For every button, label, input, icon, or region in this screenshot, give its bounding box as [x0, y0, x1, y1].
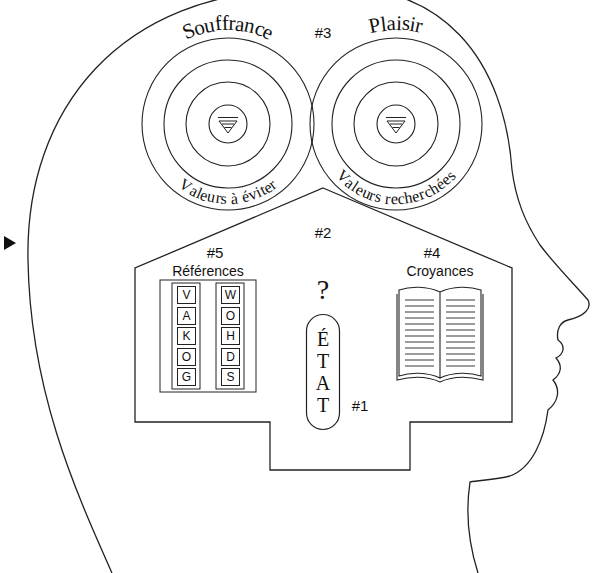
ring	[354, 82, 438, 166]
letter-cell: G	[177, 368, 196, 386]
ring	[332, 60, 460, 188]
head-outline	[28, 0, 589, 573]
letter-text: S	[226, 371, 234, 383]
arc-letter: a	[386, 13, 396, 34]
pain-circle-shape	[142, 38, 314, 210]
pleasure-circle: PlaisirValeurs recherchées	[310, 38, 482, 210]
text-rule	[405, 336, 475, 337]
letter-text: O	[182, 351, 191, 363]
concentric-rings	[142, 38, 314, 210]
text-rule	[405, 306, 475, 307]
pointer-arrowhead	[4, 236, 16, 250]
callout-number: #2	[315, 225, 332, 240]
letter-text: H	[226, 330, 235, 342]
text-rule	[405, 300, 475, 301]
letter-cell: O	[177, 348, 196, 366]
ring	[164, 60, 292, 188]
letter-text: D	[226, 351, 235, 363]
letter-text: W	[225, 289, 236, 301]
beliefs-book-shape	[390, 264, 490, 386]
letter-text: A	[182, 310, 190, 322]
group-heading: Références	[172, 264, 244, 278]
text-rule	[405, 366, 475, 367]
text-rule	[405, 318, 475, 319]
references-grid-shape	[158, 264, 258, 394]
references-grid: RéférencesVAKOGWOHDS	[158, 264, 258, 394]
letter-cell: D	[221, 348, 240, 366]
pleasure-circle-shape	[310, 38, 482, 210]
book-pages	[399, 287, 481, 378]
letter-cell: W	[221, 286, 240, 304]
letter-cell: S	[221, 368, 240, 386]
ring	[310, 38, 482, 210]
question-mark: ?	[317, 276, 329, 304]
arc-letter: e	[390, 191, 398, 207]
column-frame	[216, 283, 244, 389]
text-rule	[405, 312, 475, 313]
callout-number: #5	[207, 245, 224, 260]
arc-letter: f	[221, 13, 229, 34]
ring	[377, 105, 415, 143]
letter-cell: V	[177, 286, 196, 304]
group-heading: Croyances	[407, 264, 474, 278]
level-lines	[218, 118, 238, 128]
arc-letter: à	[230, 190, 239, 207]
letter-text: K	[182, 330, 190, 342]
text-rule	[405, 348, 475, 349]
house-path	[135, 188, 512, 470]
callout-number: #1	[352, 398, 369, 413]
oval-outline	[307, 315, 340, 430]
letter-cell: A	[177, 307, 196, 325]
concentric-rings	[310, 38, 482, 210]
text-rule	[405, 354, 475, 355]
column-frame	[172, 283, 200, 389]
pain-circle: SouffranceValeurs à éviter	[142, 38, 314, 210]
state-oval: ÉTAT	[306, 314, 340, 430]
text-rule	[405, 342, 475, 343]
callout-number: #4	[424, 245, 441, 260]
grid-frame	[160, 280, 256, 392]
arc-letter: s	[220, 191, 227, 207]
letter-cell: H	[221, 327, 240, 345]
book-icon	[397, 287, 483, 382]
level-lines	[386, 118, 406, 128]
letter-cell: K	[177, 327, 196, 345]
letter-text: G	[182, 371, 191, 383]
text-rule	[405, 324, 475, 325]
ring	[142, 38, 314, 210]
callout-number: #3	[315, 25, 332, 40]
ring	[209, 105, 247, 143]
letter-cell: O	[221, 307, 240, 325]
ring	[186, 82, 270, 166]
letter-text: V	[182, 289, 190, 301]
beliefs-book: Croyances	[390, 264, 490, 386]
state-text: ÉTAT	[313, 328, 333, 416]
letter-text: O	[226, 310, 235, 322]
text-rule	[405, 360, 475, 361]
text-rule	[405, 330, 475, 331]
